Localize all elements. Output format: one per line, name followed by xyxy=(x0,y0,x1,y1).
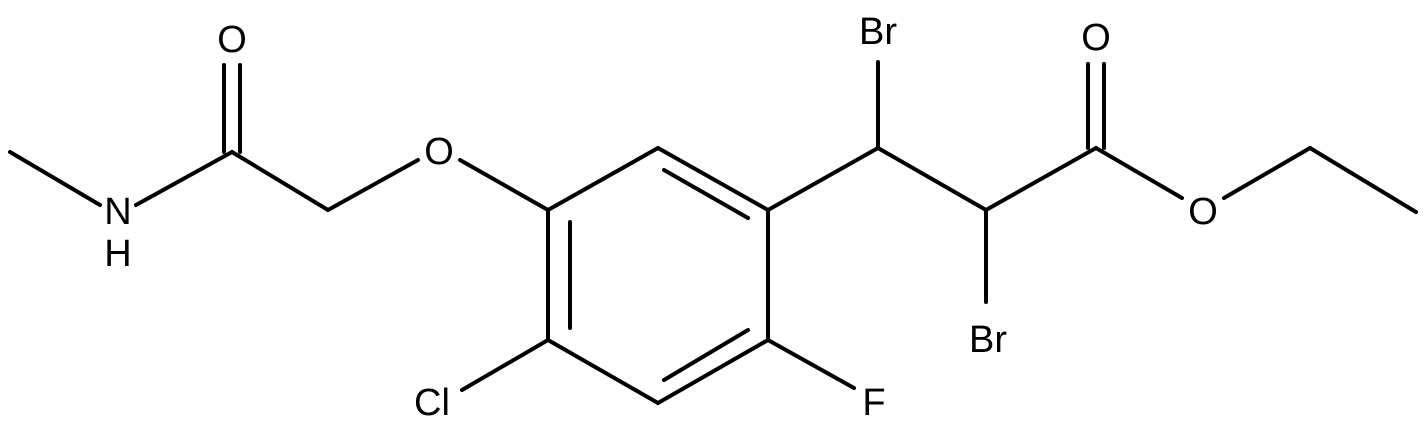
ring-bond-2 xyxy=(656,146,770,212)
ring-bond-4-inner xyxy=(662,328,750,382)
bond-ring-chbr xyxy=(766,146,880,212)
bond-ester-c-o xyxy=(1094,146,1184,200)
bond-carbonyl-ch2 xyxy=(230,150,330,212)
bond-ch2-oether xyxy=(326,158,420,212)
bond-chbr-chbr xyxy=(876,146,988,212)
bonds xyxy=(8,60,1418,405)
atom-f: F xyxy=(862,382,885,424)
ring-bond-4 xyxy=(656,338,770,405)
atom-n-amide: N xyxy=(104,191,131,233)
atom-o-carbonyl-ester: O xyxy=(1081,17,1111,59)
atom-o-ester: O xyxy=(1188,191,1218,233)
atom-br-upper: Br xyxy=(859,11,897,53)
bond-methyl-n xyxy=(8,150,102,207)
atom-labels: O N H O Br O O Br Cl F xyxy=(104,11,1218,424)
bond-oether-ring xyxy=(458,158,550,212)
atom-br-lower: Br xyxy=(969,319,1007,361)
ring-bond-1 xyxy=(546,146,660,212)
ring-bond-5 xyxy=(546,338,660,405)
bond-ring-cl xyxy=(460,338,550,392)
ring-bond-2-inner xyxy=(662,168,750,220)
atom-o-ether: O xyxy=(424,131,454,173)
atom-h-amide: H xyxy=(104,233,131,275)
atom-cl: Cl xyxy=(414,382,450,424)
bond-o-ethyl xyxy=(1222,146,1312,200)
bond-ethyl-methyl xyxy=(1308,146,1418,214)
bond-n-carbonyl xyxy=(134,150,234,207)
atom-o-carbonyl-amide: O xyxy=(217,19,247,61)
bond-chbr-ester xyxy=(984,146,1098,212)
bond-ring-f xyxy=(766,338,856,390)
